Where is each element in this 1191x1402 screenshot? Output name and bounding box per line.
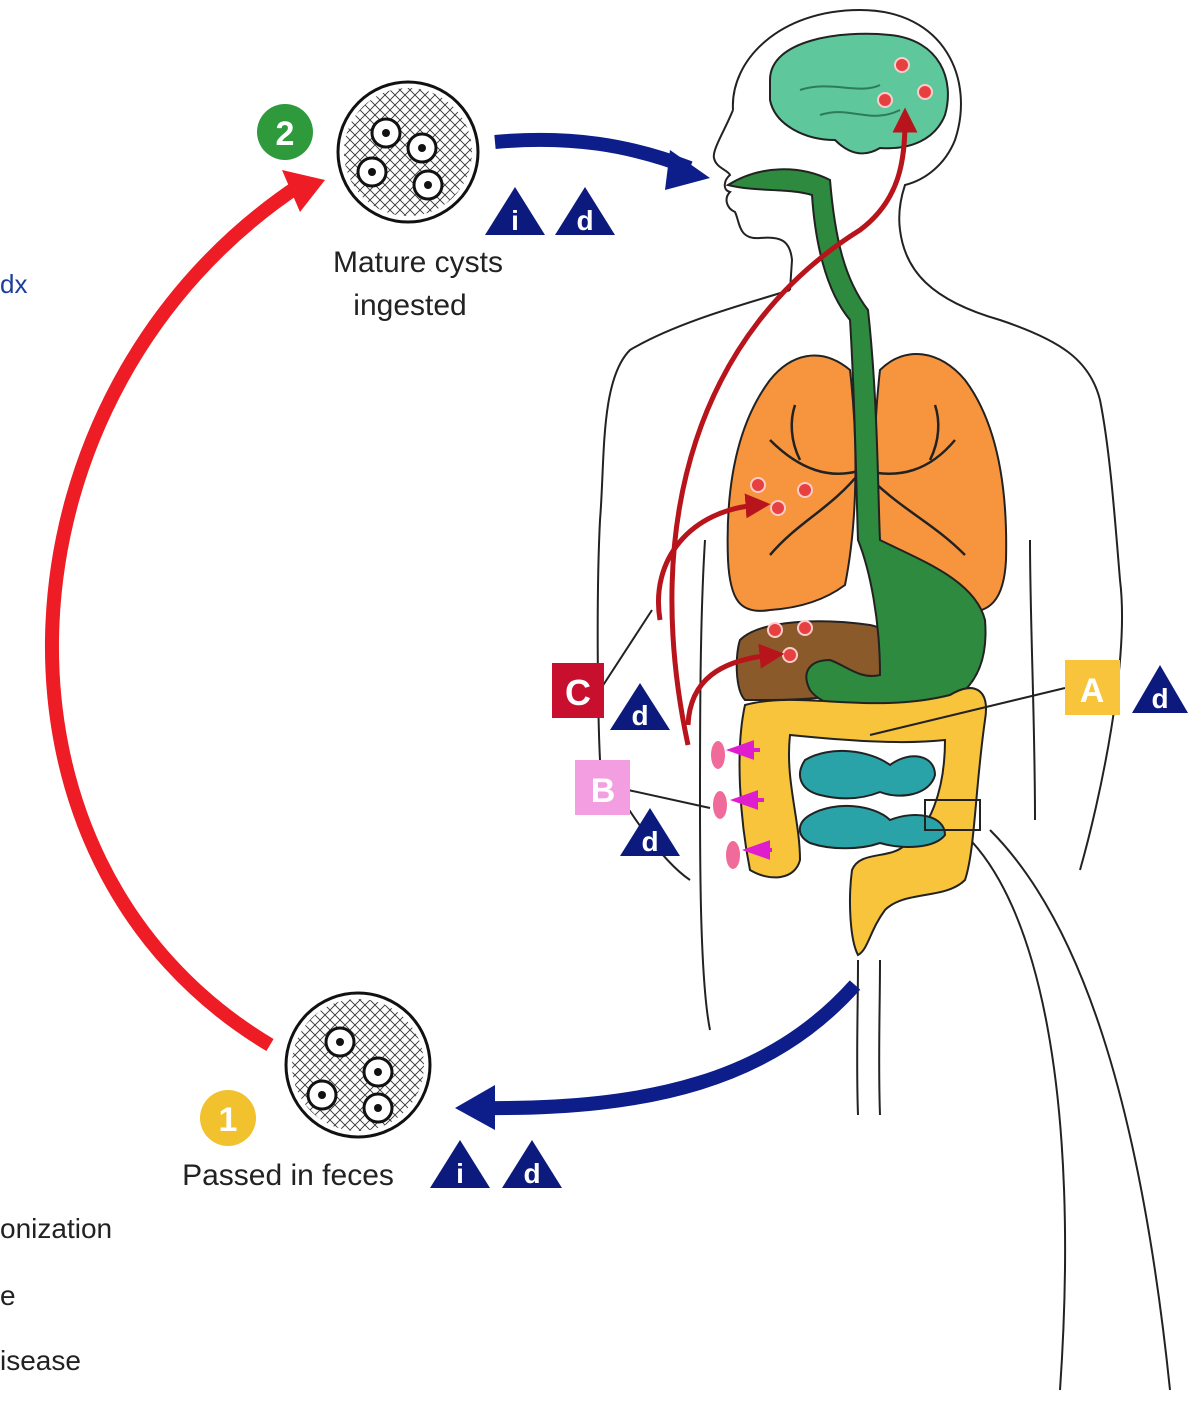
site-c-diagnostic-marker: d <box>610 683 670 731</box>
diagnostic-marker-ingested: d <box>555 187 615 236</box>
stage-2-badge: 2 <box>257 104 313 160</box>
svg-text:2: 2 <box>276 115 295 153</box>
lung-right <box>728 356 856 611</box>
infective-marker-ingested: i <box>485 187 545 236</box>
svg-text:d: d <box>576 205 593 236</box>
svg-text:d: d <box>641 826 658 857</box>
svg-text:B: B <box>591 772 616 810</box>
site-b-diagnostic-marker: d <box>620 808 680 857</box>
legend-fragment-disease: isease <box>0 1345 81 1376</box>
svg-text:d: d <box>1151 683 1168 714</box>
legend-fragment-colonization: onization <box>0 1213 112 1244</box>
skin-lesions <box>711 741 740 869</box>
svg-text:d: d <box>523 1158 540 1189</box>
svg-text:1: 1 <box>219 1101 238 1139</box>
small-intestine <box>800 751 945 848</box>
svg-text:d: d <box>631 700 648 731</box>
stage-1-badge: 1 <box>200 1090 256 1146</box>
stage-2-label-line2: ingested <box>353 289 466 322</box>
site-a-diagnostic-marker: d <box>1132 665 1188 714</box>
svg-text:A: A <box>1080 672 1105 710</box>
stage-1-label: Passed in feces <box>182 1159 394 1192</box>
site-label-b: B <box>575 760 710 815</box>
cycle-arrow-red <box>52 185 300 1045</box>
arrow-excretion <box>480 985 855 1108</box>
svg-text:C: C <box>565 672 591 713</box>
cyst-passed-in-feces <box>286 993 430 1137</box>
svg-text:i: i <box>511 205 519 236</box>
diagnostic-marker-feces: d <box>502 1140 562 1189</box>
legend-fragment-e: e <box>0 1280 16 1311</box>
arrow-ingestion-head <box>665 150 710 190</box>
arrow-excretion-head <box>455 1085 495 1130</box>
arrow-ingestion <box>495 140 690 168</box>
infective-marker-feces: i <box>430 1140 490 1189</box>
legend-fragment-dx: dx <box>0 269 27 299</box>
stage-2-label-line1: Mature cysts <box>333 246 503 279</box>
cyst-mature-ingested <box>338 82 478 222</box>
svg-text:i: i <box>456 1158 464 1189</box>
